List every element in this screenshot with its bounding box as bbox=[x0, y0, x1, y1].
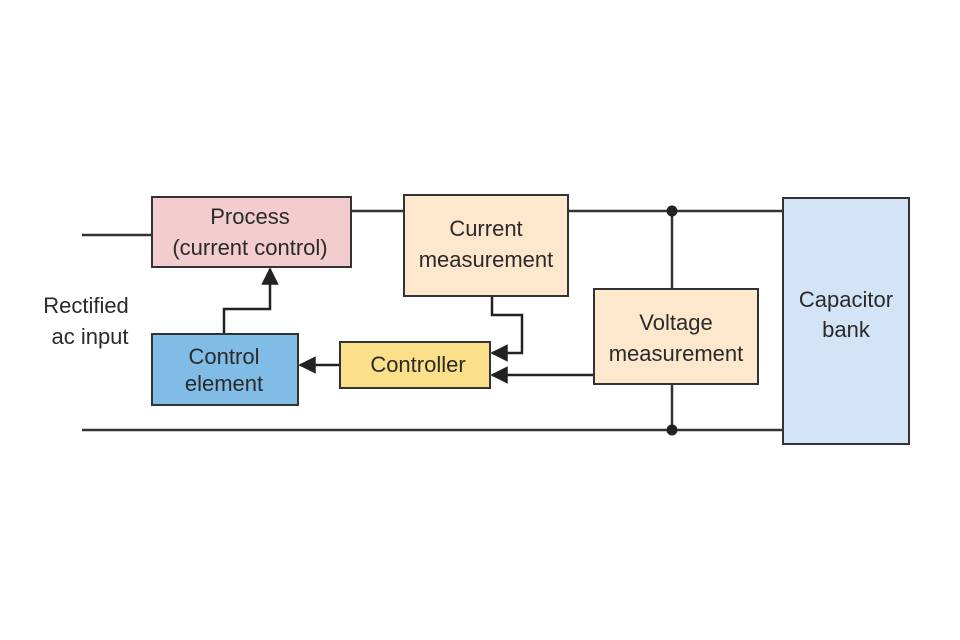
voltage-measurement-block: Voltage measurement bbox=[593, 288, 759, 385]
current-measurement-label-line-1: Current bbox=[449, 216, 522, 241]
voltage-measurement-label-line-1: Voltage bbox=[639, 310, 712, 335]
control-element-box bbox=[151, 333, 299, 406]
current-measurement-block: Current measurement bbox=[403, 194, 569, 297]
voltage-measurement-box bbox=[593, 288, 759, 385]
current-measurement-box bbox=[403, 194, 569, 297]
current-to-controller-arrow bbox=[490, 296, 524, 362]
junction-dot-top bbox=[666, 205, 678, 217]
capacitor-bank-block: Capacitor bank bbox=[782, 197, 910, 445]
current-measurement-label-line-2: measurement bbox=[419, 247, 554, 272]
controller-block: Controller bbox=[339, 341, 491, 389]
process-block: Process (current control) bbox=[151, 196, 352, 268]
controller-label: Controller bbox=[370, 352, 465, 377]
control-element-label-line-2: element bbox=[185, 371, 263, 396]
input-label-line-1: Rectified bbox=[43, 293, 129, 318]
control-element-block: Control element bbox=[151, 333, 299, 406]
capacitor-bank-label-line-2: bank bbox=[822, 317, 871, 342]
capacitor-bank-box bbox=[782, 197, 910, 445]
controller-box bbox=[339, 341, 491, 389]
voltage-measurement-label-line-2: measurement bbox=[609, 341, 744, 366]
junction-dot-bottom bbox=[666, 424, 678, 436]
input-label-line-2: ac input bbox=[51, 324, 128, 349]
process-box bbox=[151, 196, 352, 268]
process-label-line-2: (current control) bbox=[172, 235, 327, 260]
control-element-label-line-1: Control bbox=[189, 344, 260, 369]
arrows bbox=[222, 267, 594, 384]
process-label-line-1: Process bbox=[210, 204, 289, 229]
element-to-process-arrow bbox=[222, 267, 279, 334]
input-label: Rectified ac input bbox=[43, 293, 129, 349]
capacitor-bank-label-line-1: Capacitor bbox=[799, 287, 893, 312]
